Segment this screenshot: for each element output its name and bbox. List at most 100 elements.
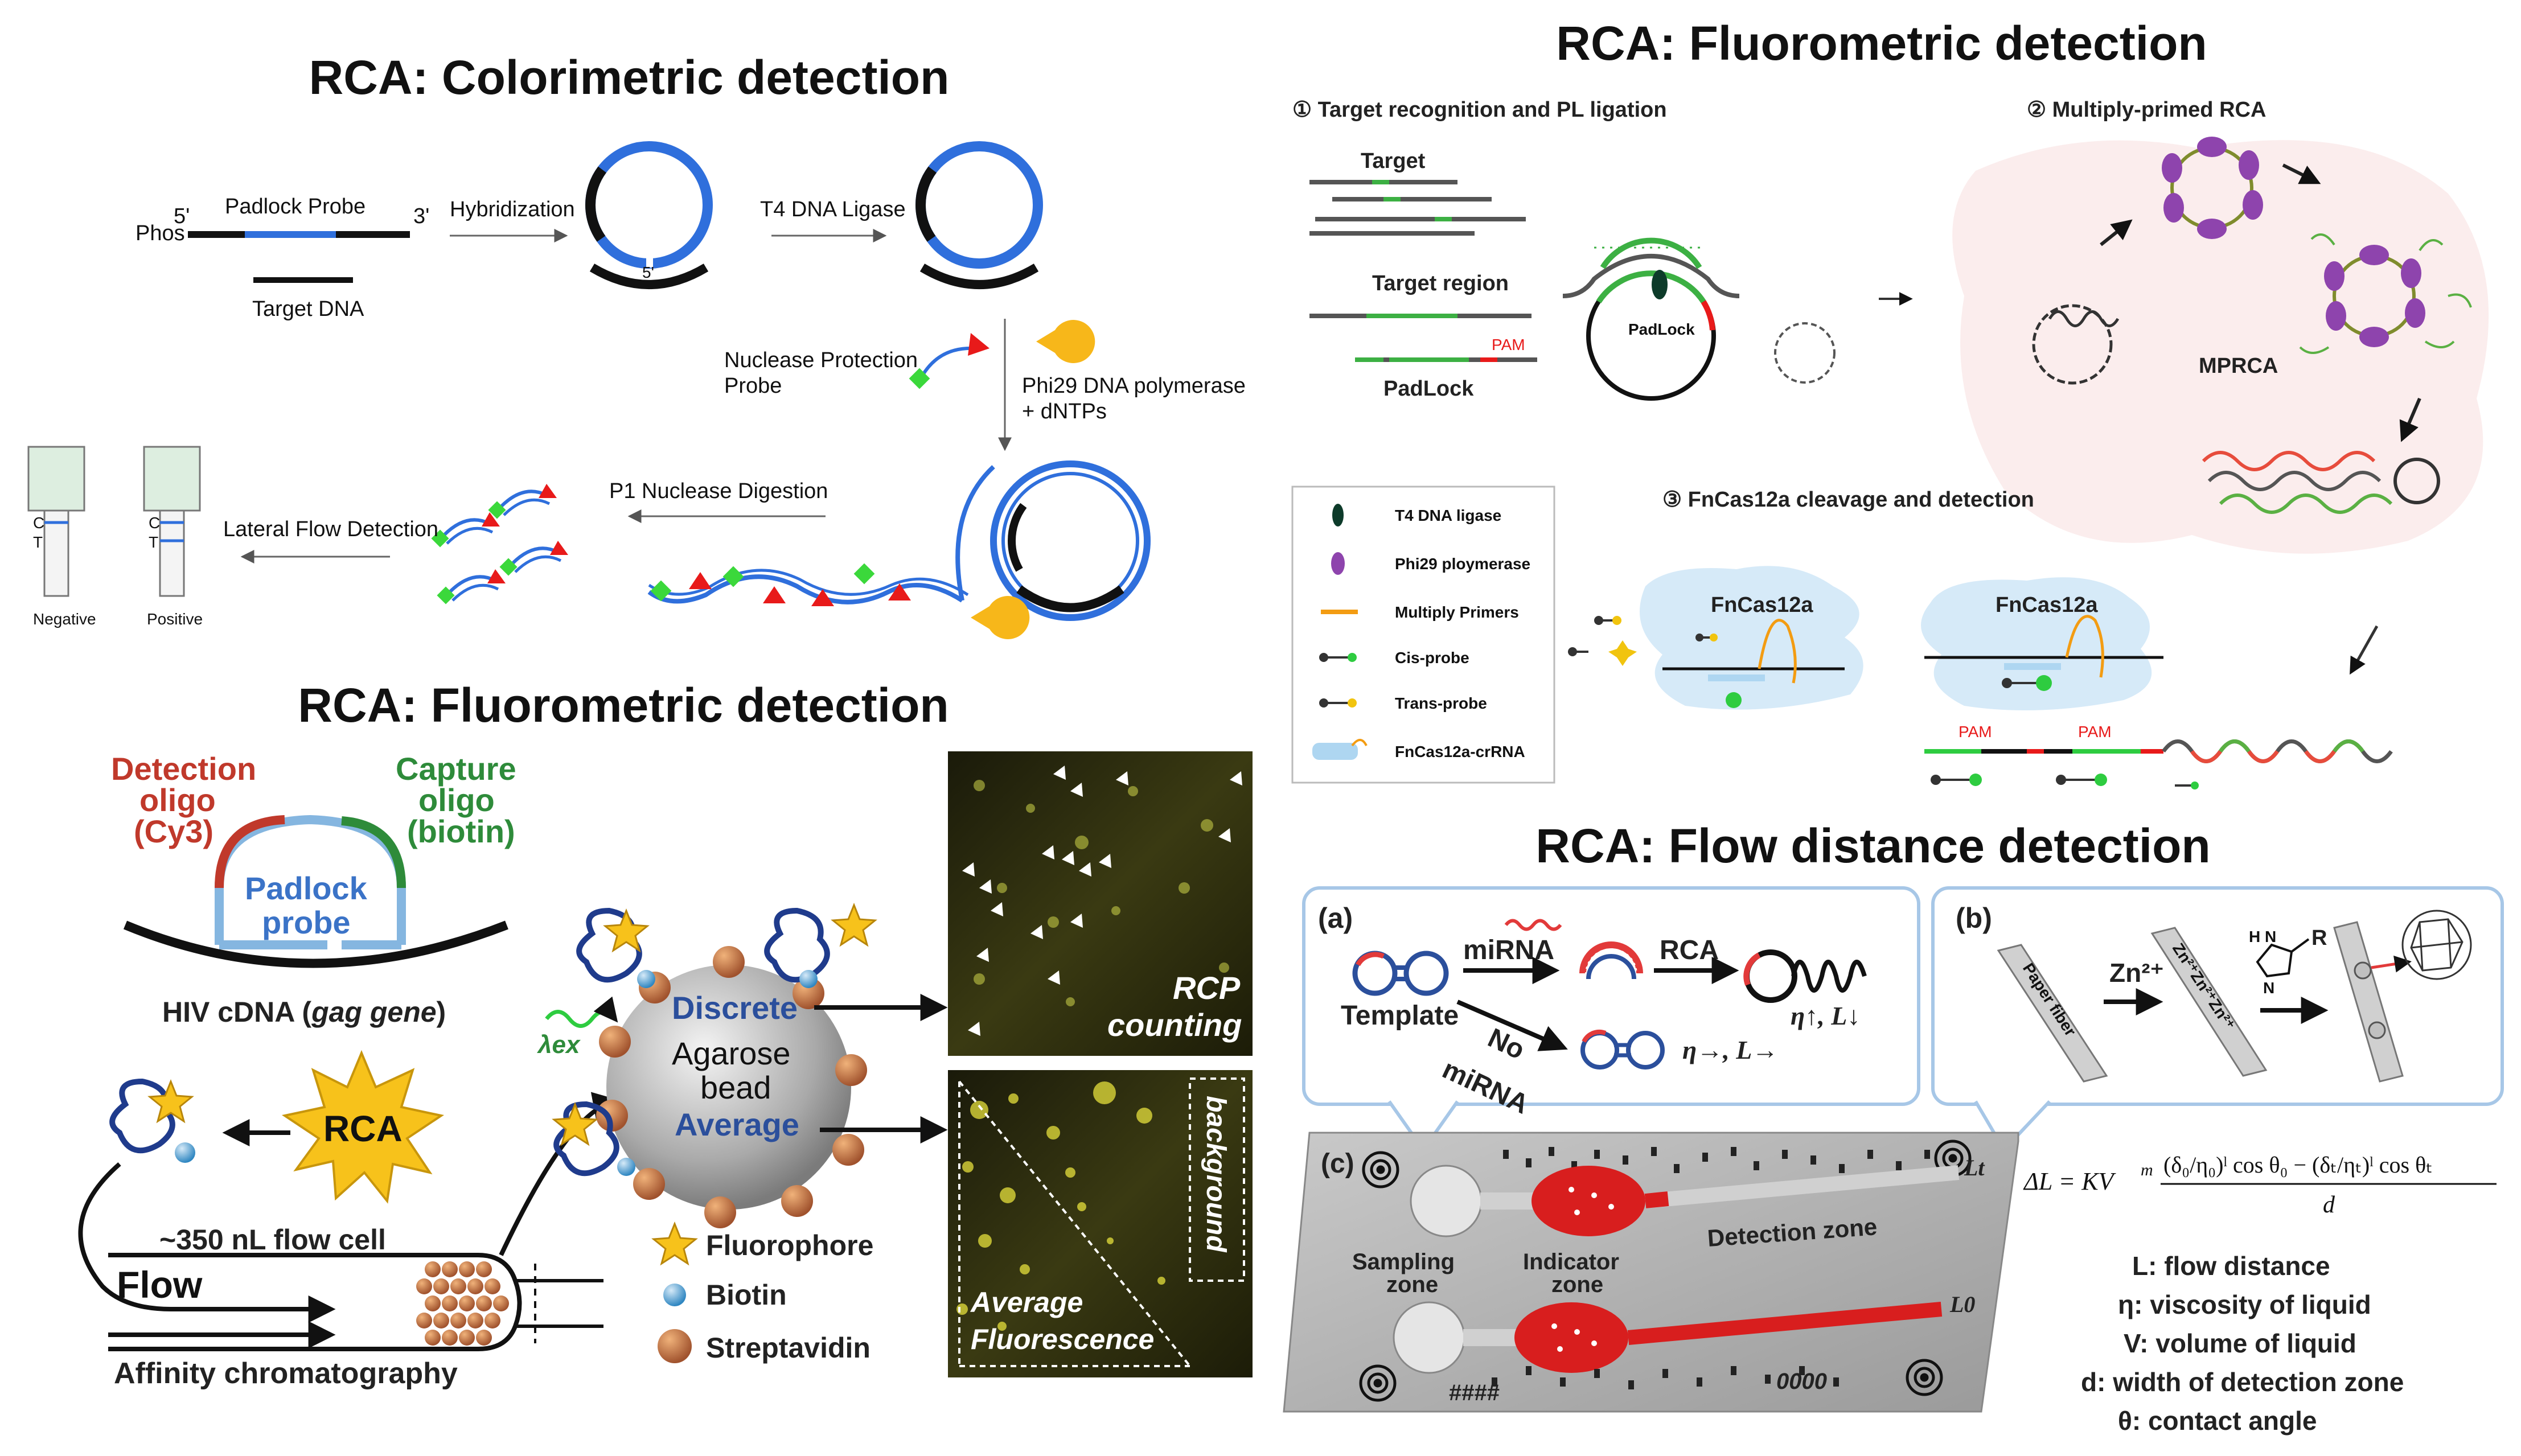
sampling-label-2: zone — [1386, 1272, 1438, 1297]
product-strand-icon — [1924, 739, 2393, 789]
nuclease-protection-label-1: Nuclease Protection — [724, 348, 918, 372]
padlock-circle-icon — [1562, 237, 1740, 401]
fluorometric-top-panel: RCA: Fluorometric detection ① Target rec… — [1291, 17, 2489, 789]
panel-c-label: (c) — [1321, 1149, 1354, 1179]
unchanged-template-icon — [1580, 1030, 1665, 1070]
def-d: d: width of detection zone — [2081, 1367, 2404, 1397]
three-prime-label: 3' — [413, 204, 429, 228]
detection-oligo-2: oligo — [139, 782, 216, 818]
detection-oligo-1: Detection — [111, 751, 256, 787]
p1-digestion-label: P1 Nuclease Digestion — [609, 479, 828, 503]
padlock-in-circle-label: PadLock — [1628, 320, 1695, 338]
fluoro-top-title: RCA: Fluorometric detection — [1556, 17, 2207, 70]
lambda-label: λex — [537, 1031, 581, 1059]
legend-primers: Multiply Primers — [1395, 603, 1519, 621]
capture-oligo-3: (biotin) — [407, 813, 515, 849]
formula-denominator: d — [2323, 1192, 2335, 1218]
indicator-label-1: Indicator — [1523, 1249, 1619, 1274]
eta-same-label: η→, L→ — [1682, 1035, 1778, 1064]
sampling-label-1: Sampling — [1352, 1249, 1455, 1274]
nuclease-protection-label-2: Probe — [724, 374, 782, 398]
padlock-probe-linear — [188, 231, 410, 283]
pam-b-label: PAM — [2078, 723, 2112, 741]
flow-label: Flow — [117, 1264, 203, 1306]
hybridized-template-icon — [1579, 941, 1643, 980]
step1-label: ① Target recognition and PL ligation — [1292, 98, 1667, 122]
target-region-label: Target region — [1372, 272, 1509, 295]
hash-code-label: #### — [1449, 1380, 1500, 1405]
colorimetric-panel: RCA: Colorimetric detection Phos 5' 3' P… — [27, 51, 1246, 639]
negative-t-label: T — [33, 533, 43, 551]
bottom-channel — [1393, 1301, 1943, 1374]
panel-b-label: (b) — [1956, 902, 1992, 934]
rca-product-icon — [647, 460, 1151, 639]
zn-label: Zn²⁺ — [2109, 958, 2164, 988]
step2-arrow — [2350, 625, 2379, 675]
mprca-label: MPRCA — [2199, 354, 2278, 378]
fncas-b-label: FnCas12a — [1996, 593, 2098, 617]
cleaved-probes — [1568, 616, 1718, 666]
legend-crRNA: FnCas12a-crRNA — [1395, 743, 1525, 760]
formula-m: m — [2141, 1161, 2153, 1179]
chip-dots-bottom — [1492, 1366, 1839, 1389]
formula-numerator: (δ₀/η₀)ˡ cos θ₀ − (δₜ/ηₜ)ˡ cos θₜ — [2163, 1152, 2433, 1178]
positive-label: Positive — [147, 610, 203, 628]
panel-a-box — [1302, 886, 1920, 1153]
crRNA-icon — [1312, 739, 1368, 760]
rca-star-icon — [281, 1050, 445, 1204]
eta-up-label: η↑, L↓ — [1791, 1001, 1860, 1030]
negative-c-label: C — [33, 514, 44, 532]
streptavidin-legend-icon — [658, 1329, 692, 1363]
r-label: R — [2311, 926, 2327, 950]
def-L: L: flow distance — [2132, 1251, 2330, 1281]
pam-a-label: PAM — [1959, 723, 1992, 741]
legend-phi29: Phi29 ploymerase — [1395, 555, 1530, 573]
zero-code-label: 0000 — [1776, 1369, 1827, 1394]
ligated-padlock-icon — [1774, 322, 1836, 384]
fluorometric-bottom-panel: RCA: Fluorometric detection Detection ol… — [78, 678, 1253, 1390]
mirna-strand-icon — [1504, 919, 1562, 931]
nuclease-protection-probe-icon — [909, 333, 989, 389]
rca-label: RCA — [323, 1108, 403, 1149]
def-eta: η: viscosity of liquid — [2118, 1290, 2371, 1319]
padlock-1: Padlock — [245, 870, 368, 906]
rca-a-label: RCA — [1660, 935, 1719, 965]
trans-probe-icon — [1319, 698, 1357, 708]
chip-icon — [1283, 1132, 2019, 1413]
phi29-polymerase-icon — [1036, 320, 1095, 363]
t4-ligase-icon — [1332, 504, 1344, 527]
l0-label: L0 — [1949, 1292, 1975, 1317]
def-theta: θ: contact angle — [2118, 1406, 2317, 1436]
rcp-counting-image — [948, 751, 1253, 1056]
no-mirna-arrow — [1456, 1000, 1568, 1051]
lt-label: Lt — [1964, 1155, 1985, 1181]
bead-rcp-2 — [764, 902, 877, 988]
avg-fluor-label-2: Fluorescence — [971, 1323, 1154, 1355]
pam-label: PAM — [1492, 336, 1525, 353]
positive-strip-icon — [143, 446, 201, 597]
detection-oligo-3: (Cy3) — [134, 813, 213, 849]
flow-formula: ΔL = KV m (δ₀/η₀)ˡ cos θ₀ − (δₜ/ηₜ)ˡ cos… — [2023, 1152, 2497, 1218]
excitation-wave — [545, 996, 618, 1028]
negative-strip-icon — [27, 446, 85, 597]
avg-fluor-label-1: Average — [970, 1286, 1083, 1318]
padlock-arc-icon — [123, 815, 508, 968]
rcp-label-2: counting — [1107, 1007, 1242, 1043]
mprca-cloud — [1952, 137, 2489, 554]
rcp-product-icon — [109, 1078, 195, 1163]
rca-product-a-icon — [1743, 949, 1867, 1003]
paper-fiber-icon — [1997, 910, 2472, 1083]
fluoro-legend: T4 DNA ligase Phi29 ploymerase Multiply … — [1291, 486, 1555, 784]
padlock-probe-label: Padlock Probe — [225, 195, 366, 219]
background-label: background — [1201, 1096, 1231, 1253]
legend-t4: T4 DNA ligase — [1395, 507, 1501, 524]
zif-cage-icon — [2401, 910, 2472, 980]
step2-label: ② Multiply-primed RCA — [2027, 98, 2266, 122]
five-prime-small-label: 5' — [642, 264, 654, 281]
ligated-circle-icon — [915, 141, 1043, 289]
capture-oligo-2: oligo — [418, 782, 495, 818]
fncas12a-complex-2 — [1921, 577, 2163, 710]
flow-loop-arrow — [78, 1162, 171, 1311]
digested-fragments-icon — [431, 484, 568, 604]
legend-fluorophore-label: Fluorophore — [706, 1229, 873, 1261]
